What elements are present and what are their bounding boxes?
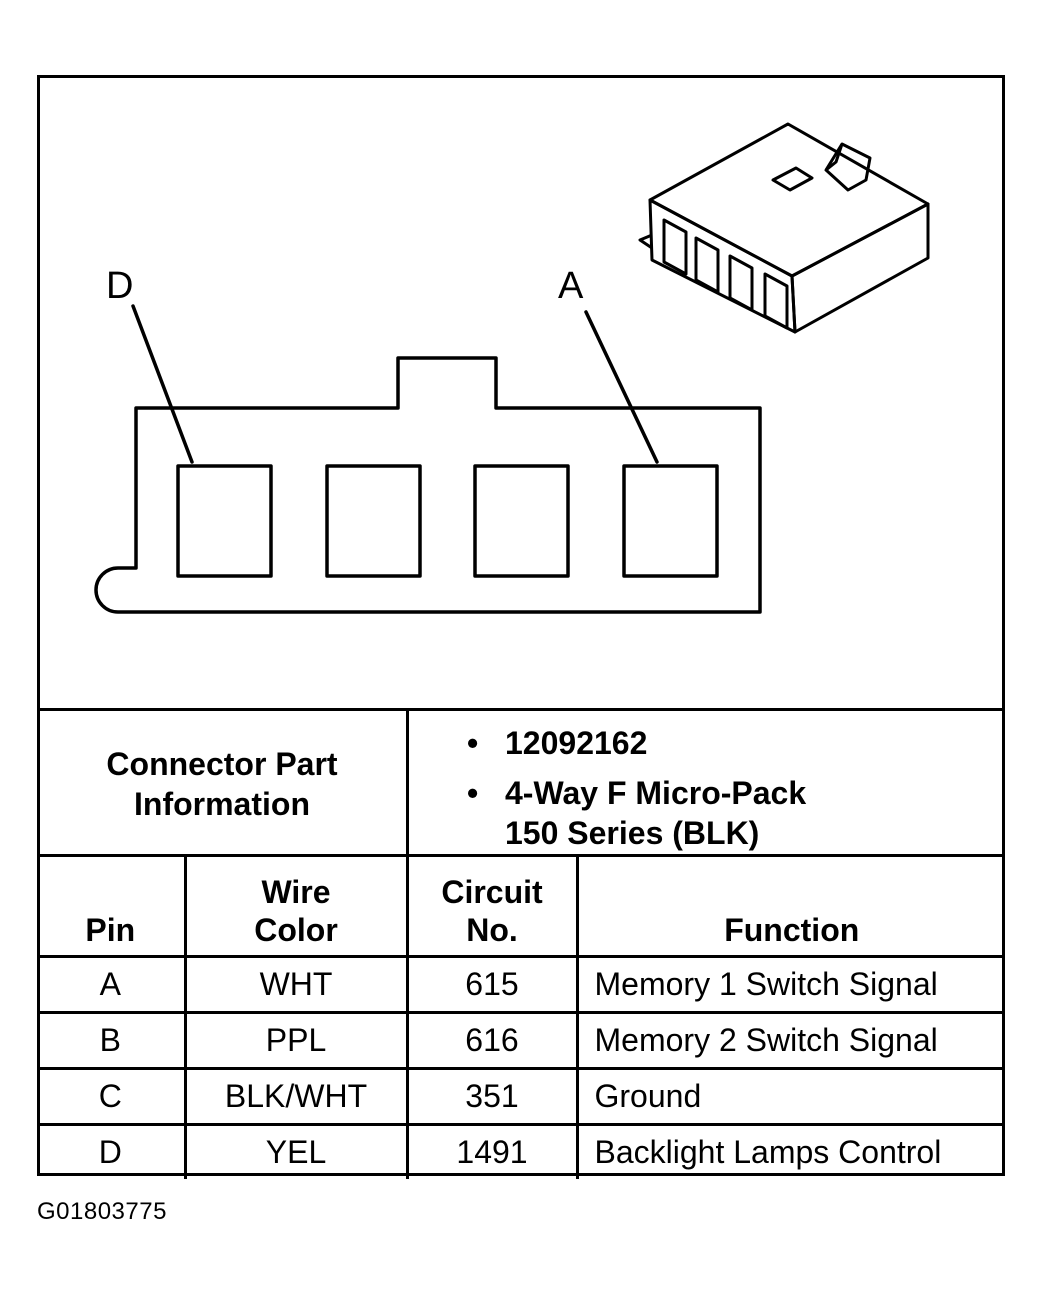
cell-function: Memory 2 Switch Signal bbox=[575, 1011, 1005, 1070]
description-line1: 4-Way F Micro-Pack bbox=[505, 775, 807, 811]
cell-function: Memory 1 Switch Signal bbox=[575, 955, 1005, 1014]
header-pin: Pin bbox=[37, 854, 187, 958]
header-circuit-no: Circuit No. bbox=[405, 854, 579, 958]
cell-function: Backlight Lamps Control bbox=[575, 1123, 1005, 1179]
cell-pin: B bbox=[37, 1011, 187, 1070]
connector-3d-icon bbox=[638, 122, 930, 334]
cell-circuit: 616 bbox=[405, 1011, 579, 1070]
leader-line-a bbox=[584, 310, 659, 464]
cell-circuit: 1491 bbox=[405, 1123, 579, 1179]
connector-info-heading-line1: Connector Part bbox=[106, 745, 338, 782]
figure-id: G01803775 bbox=[37, 1198, 167, 1225]
cavity-c bbox=[325, 464, 422, 578]
table-row: A WHT 615 Memory 1 Switch Signal bbox=[37, 955, 1005, 1014]
description-line2: 150 Series (BLK) bbox=[505, 815, 760, 851]
cell-wire-color: PPL bbox=[183, 1011, 409, 1070]
pin-table-header-row: Pin Wire Color Circuit No. Function bbox=[37, 854, 1005, 958]
cell-function: Ground bbox=[575, 1067, 1005, 1126]
bullet-icon: • bbox=[467, 725, 479, 761]
connector-info-heading: Connector Part Information bbox=[37, 711, 407, 856]
cell-wire-color: BLK/WHT bbox=[183, 1067, 409, 1126]
pin-table: Pin Wire Color Circuit No. Function A WH… bbox=[37, 854, 1005, 1179]
cell-pin: D bbox=[37, 1123, 187, 1179]
cell-circuit: 615 bbox=[405, 955, 579, 1014]
cavity-b bbox=[473, 464, 570, 578]
info-divider bbox=[406, 711, 409, 856]
header-function: Function bbox=[575, 854, 1005, 958]
connector-info-details: • 12092162 • 4-Way F Micro-Pack 150 Seri… bbox=[467, 723, 806, 853]
table-row: D YEL 1491 Backlight Lamps Control bbox=[37, 1123, 1005, 1179]
table-row: B PPL 616 Memory 2 Switch Signal bbox=[37, 1011, 1005, 1070]
cavity-d bbox=[176, 464, 273, 578]
cavity-a bbox=[622, 464, 719, 578]
description-item: • 4-Way F Micro-Pack 150 Series (BLK) bbox=[467, 773, 806, 853]
cell-wire-color: WHT bbox=[183, 955, 409, 1014]
part-number-item: • 12092162 bbox=[467, 723, 806, 763]
leader-line-d bbox=[131, 304, 194, 464]
cell-pin: C bbox=[37, 1067, 187, 1126]
bullet-icon: • bbox=[467, 775, 479, 811]
header-wire-color: Wire Color bbox=[183, 854, 409, 958]
connector-info-heading-line2: Information bbox=[134, 785, 310, 822]
cell-pin: A bbox=[37, 955, 187, 1014]
part-number: 12092162 bbox=[505, 725, 648, 761]
connector-face-outline bbox=[94, 356, 762, 614]
cell-wire-color: YEL bbox=[183, 1123, 409, 1179]
table-row: C BLK/WHT 351 Ground bbox=[37, 1067, 1005, 1126]
pin-label-a: A bbox=[558, 265, 584, 307]
connector-info-section: Connector Part Information • 12092162 • … bbox=[37, 708, 1005, 856]
cell-circuit: 351 bbox=[405, 1067, 579, 1126]
pin-label-d: D bbox=[106, 265, 133, 307]
